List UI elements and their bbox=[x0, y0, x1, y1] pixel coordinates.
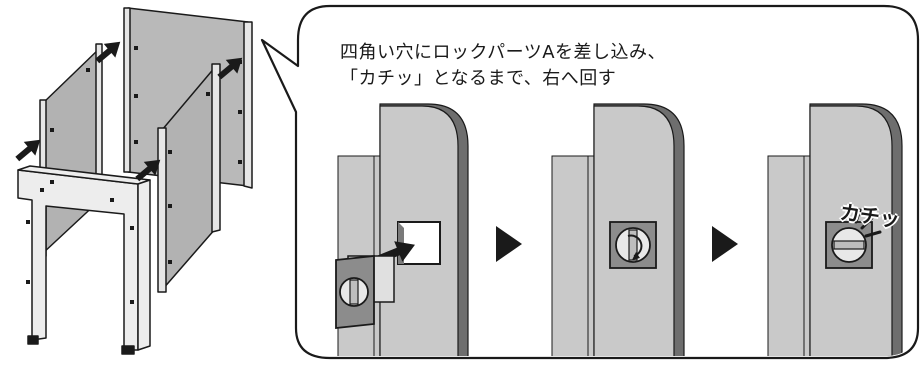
left-side-panel bbox=[41, 47, 101, 255]
step-1 bbox=[335, 103, 469, 356]
click-burst-icon bbox=[854, 208, 882, 238]
play-triangle-icon bbox=[496, 226, 522, 262]
play-triangle-icon bbox=[712, 226, 738, 262]
step-2 bbox=[551, 103, 685, 356]
lock-part-a-locked bbox=[825, 221, 873, 269]
assembly-arrows bbox=[15, 41, 243, 182]
arrow-icon bbox=[15, 139, 41, 162]
arrow-icon bbox=[95, 41, 121, 64]
arrow-icon bbox=[217, 57, 243, 80]
rotate-arrow-icon bbox=[627, 234, 643, 260]
arrow-icon bbox=[135, 159, 161, 182]
instruction-line-2: 「カチッ」となるまで、右へ回す bbox=[340, 68, 617, 89]
lock-part-a-inserted bbox=[609, 221, 657, 269]
u-frame bbox=[17, 165, 151, 351]
step-3 bbox=[767, 103, 903, 356]
lock-part-a bbox=[335, 255, 395, 329]
panel-assembly bbox=[17, 7, 253, 355]
instruction-line-1: 四角い穴にロックパーツAを差し込み、 bbox=[340, 42, 667, 63]
